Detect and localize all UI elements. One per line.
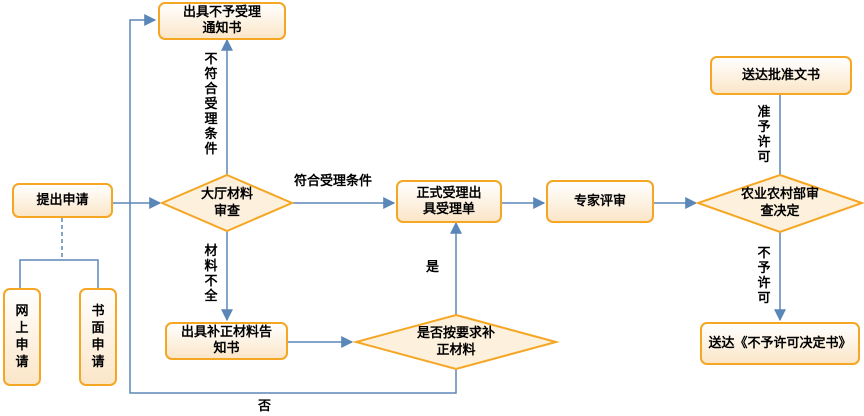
node-deliver-denial: 送达《不予许可决定书》 xyxy=(700,322,860,365)
node-deliver-approval: 送达批准文书 xyxy=(710,56,852,95)
diamond-hall-review xyxy=(159,173,295,233)
label-yes: 是 xyxy=(426,260,440,275)
diamond-supplement-check xyxy=(352,313,560,371)
node-reject-notice: 出具不予受理通知书 xyxy=(158,2,286,40)
label-approve: 准予许可 xyxy=(757,105,771,165)
text-supplement-check: 是否按要求补正材料 xyxy=(416,326,495,358)
arrow-check-no-loop xyxy=(129,14,457,394)
label-no: 否 xyxy=(258,399,272,414)
label-deny: 不予许可 xyxy=(757,246,771,306)
node-online-application: 网上申请 xyxy=(3,288,41,386)
node-submit-application: 提出申请 xyxy=(12,183,113,218)
node-expert-review: 专家评审 xyxy=(546,180,654,223)
text-hall-review: 大厅材料审查 xyxy=(200,187,253,219)
node-paper-application: 书面申请 xyxy=(79,288,117,386)
label-not-eligible: 不符合受理条件 xyxy=(204,52,218,157)
node-formal-accept: 正式受理出具受理单 xyxy=(396,180,502,223)
line-split-branch xyxy=(19,259,99,288)
label-incomplete: 材料不全 xyxy=(204,244,218,304)
text-ministry-decision: 农业农村部审查决定 xyxy=(740,187,819,219)
node-supplement-notice: 出具补正材料告知书 xyxy=(165,322,288,360)
label-eligible: 符合受理条件 xyxy=(294,174,373,189)
diamond-ministry-decision xyxy=(694,173,864,234)
